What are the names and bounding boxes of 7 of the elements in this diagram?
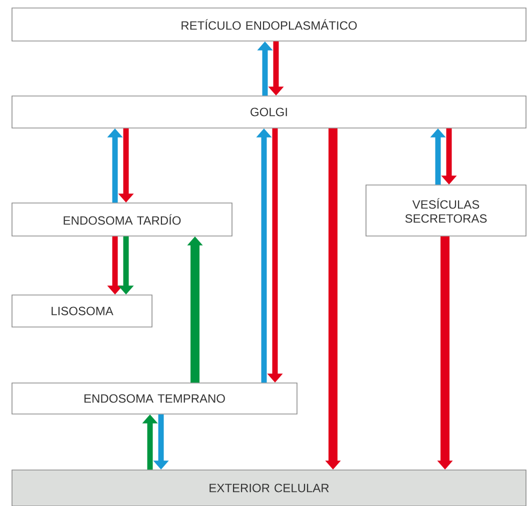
organelle-box: VESÍCULAS SECRETORAS bbox=[366, 184, 526, 236]
organelle-box: RETÍCULO ENDOPLASMÁTICO bbox=[12, 8, 526, 42]
organelle-box: ENDOSOMA TARDÍO bbox=[12, 202, 232, 236]
organelle-box: LISOSOMA bbox=[12, 294, 152, 328]
organelle-box: GOLGI bbox=[12, 96, 526, 128]
organelle-box: ENDOSOMA TEMPRANO bbox=[12, 382, 298, 414]
organelle-box: EXTERIOR CELULAR bbox=[12, 470, 526, 506]
